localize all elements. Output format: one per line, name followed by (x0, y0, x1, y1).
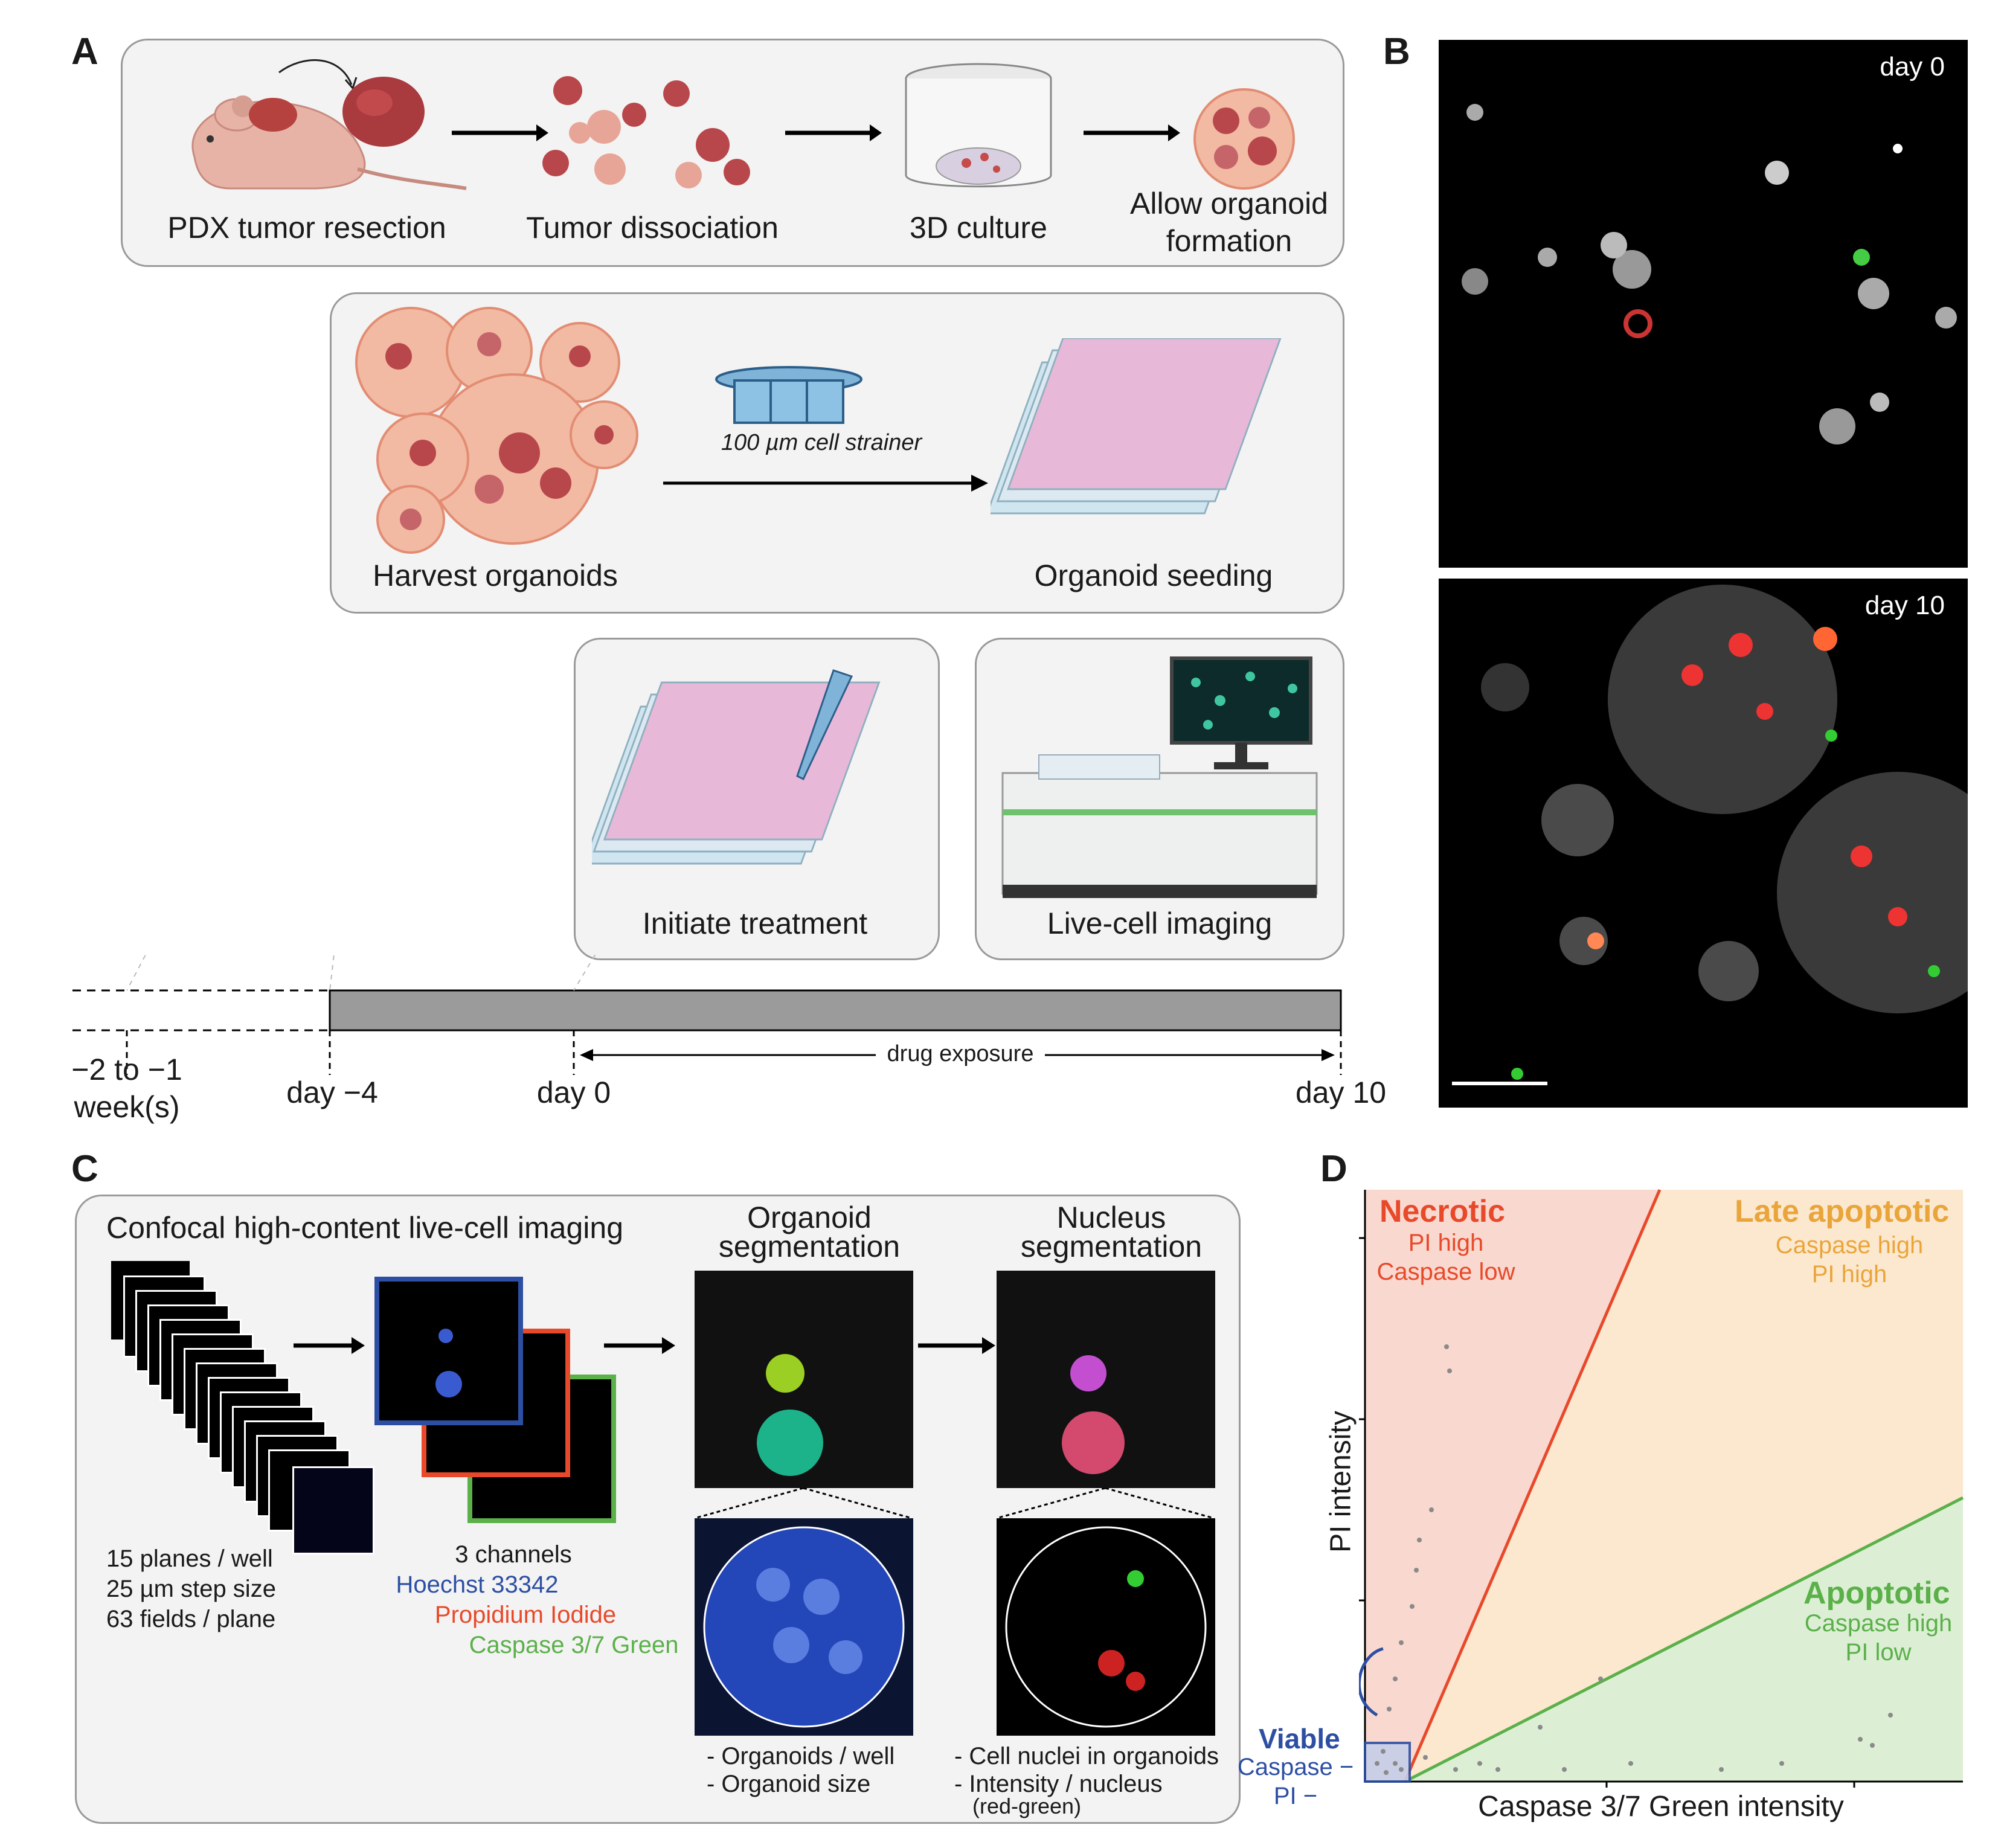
nuc-seg-note-1: - Cell nuclei in organoids (954, 1743, 1219, 1769)
org-zoom-lines (695, 1488, 913, 1519)
arrow-c3 (918, 1337, 995, 1354)
nuc-seg-note-2: - Intensity / nucleus (954, 1771, 1163, 1797)
channel-hoechst (374, 1277, 523, 1425)
viable-l2: PI − (1273, 1783, 1318, 1809)
strainer-label: 100 µm cell strainer (721, 430, 922, 455)
treatment-plates-illustration (592, 669, 881, 865)
nuc-seg-image (997, 1271, 1215, 1488)
stack-info-1: 15 planes / well (106, 1545, 273, 1572)
micrograph-day0: day 0 (1439, 40, 1968, 568)
arrow-c1 (294, 1337, 365, 1354)
timeline-t3: day 0 (536, 1076, 611, 1109)
stack-info-3: 63 fields / plane (106, 1606, 276, 1632)
timeline (72, 954, 1342, 1075)
apoptotic-title: Apoptotic (1803, 1576, 1950, 1611)
necrotic-title: Necrotic (1379, 1194, 1506, 1229)
apoptotic-l1: Caspase high (1804, 1610, 1953, 1637)
arrow-1 (452, 124, 548, 141)
well-plates-illustration (991, 338, 1282, 515)
plane-front (292, 1466, 374, 1554)
tumor-illustration (342, 77, 425, 147)
channel-label-hoechst: Hoechst 33342 (396, 1571, 559, 1598)
step-dissociation-label: Tumor dissociation (526, 211, 779, 245)
panel-c-title: Confocal high-content live-cell imaging (106, 1211, 624, 1245)
nuc-seg-note-3: (red-green) (972, 1794, 1082, 1818)
cell-strainer-icon (715, 366, 862, 424)
timeline-t2: day −4 (286, 1076, 378, 1109)
org-seg-note-1: - Organoids / well (707, 1743, 895, 1769)
step-pdx-label: PDX tumor resection (167, 211, 446, 245)
seeding-label: Organoid seeding (1034, 559, 1273, 592)
viable-title: Viable (1259, 1723, 1340, 1754)
channel-label-caspase: Caspase 3/7 Green (469, 1632, 679, 1658)
late-title: Late apoptotic (1735, 1194, 1950, 1229)
dissociated-cells-illustration (542, 76, 750, 188)
step-formation-label: Allow organoid formation (1130, 187, 1328, 258)
org-seg-note-2: - Organoid size (707, 1771, 871, 1797)
timeline-t4: day 10 (1295, 1076, 1387, 1109)
exposure-label: drug exposure (887, 1041, 1034, 1067)
imaging-label: Live-cell imaging (1047, 906, 1273, 940)
mouse-illustration (191, 59, 467, 190)
panel-d-letter: D (1320, 1148, 1347, 1190)
nuc-seg-title: Nucleus segmentation (1020, 1201, 1203, 1263)
nuc-zoom-lines (997, 1488, 1215, 1519)
timeline-t1: −2 to −1 week(s) (71, 1053, 182, 1124)
stack-info-2: 25 µm step size (106, 1576, 276, 1602)
viable-l1: Caspase − (1237, 1754, 1354, 1780)
micrograph-day10: day 10 (1439, 579, 1968, 1108)
harvest-label: Harvest organoids (373, 559, 618, 592)
d-ylabel: PI intensity (1325, 1411, 1357, 1553)
step-culture-label: 3D culture (910, 211, 1047, 245)
culture-dish-illustration (905, 63, 1052, 188)
apoptotic-l2: PI low (1845, 1639, 1912, 1666)
imaging-system-illustration (1001, 656, 1318, 898)
gating-plot (1359, 1189, 1964, 1788)
org-seg-title: Organoid segmentation (718, 1201, 901, 1263)
arrow-c2 (604, 1337, 675, 1354)
channels-title: 3 channels (455, 1541, 572, 1568)
seeding-arrow (663, 475, 988, 492)
channel-label-pi: Propidium Iodide (434, 1602, 617, 1628)
d-xlabel: Caspase 3/7 Green intensity (1478, 1791, 1844, 1823)
harvest-organoids-illustration (355, 307, 638, 554)
panel-b-letter: B (1383, 31, 1410, 72)
nuc-seg-zoom (997, 1518, 1215, 1736)
panel-c-letter: C (71, 1148, 98, 1190)
late-l1: Caspase high (1775, 1232, 1924, 1259)
arrow-3 (1084, 124, 1180, 141)
org-seg-image (695, 1271, 913, 1488)
arrow-2 (785, 124, 882, 141)
necrotic-l1: PI high (1408, 1230, 1484, 1256)
late-l2: PI high (1811, 1261, 1887, 1288)
organoid-illustration (1193, 88, 1295, 190)
org-seg-zoom (695, 1518, 913, 1736)
panel-a-letter: A (71, 31, 98, 72)
treatment-label: Initiate treatment (642, 906, 868, 940)
necrotic-l2: Caspase low (1376, 1259, 1515, 1285)
day0-label: day 0 (1880, 52, 1945, 82)
day10-label: day 10 (1864, 591, 1945, 620)
